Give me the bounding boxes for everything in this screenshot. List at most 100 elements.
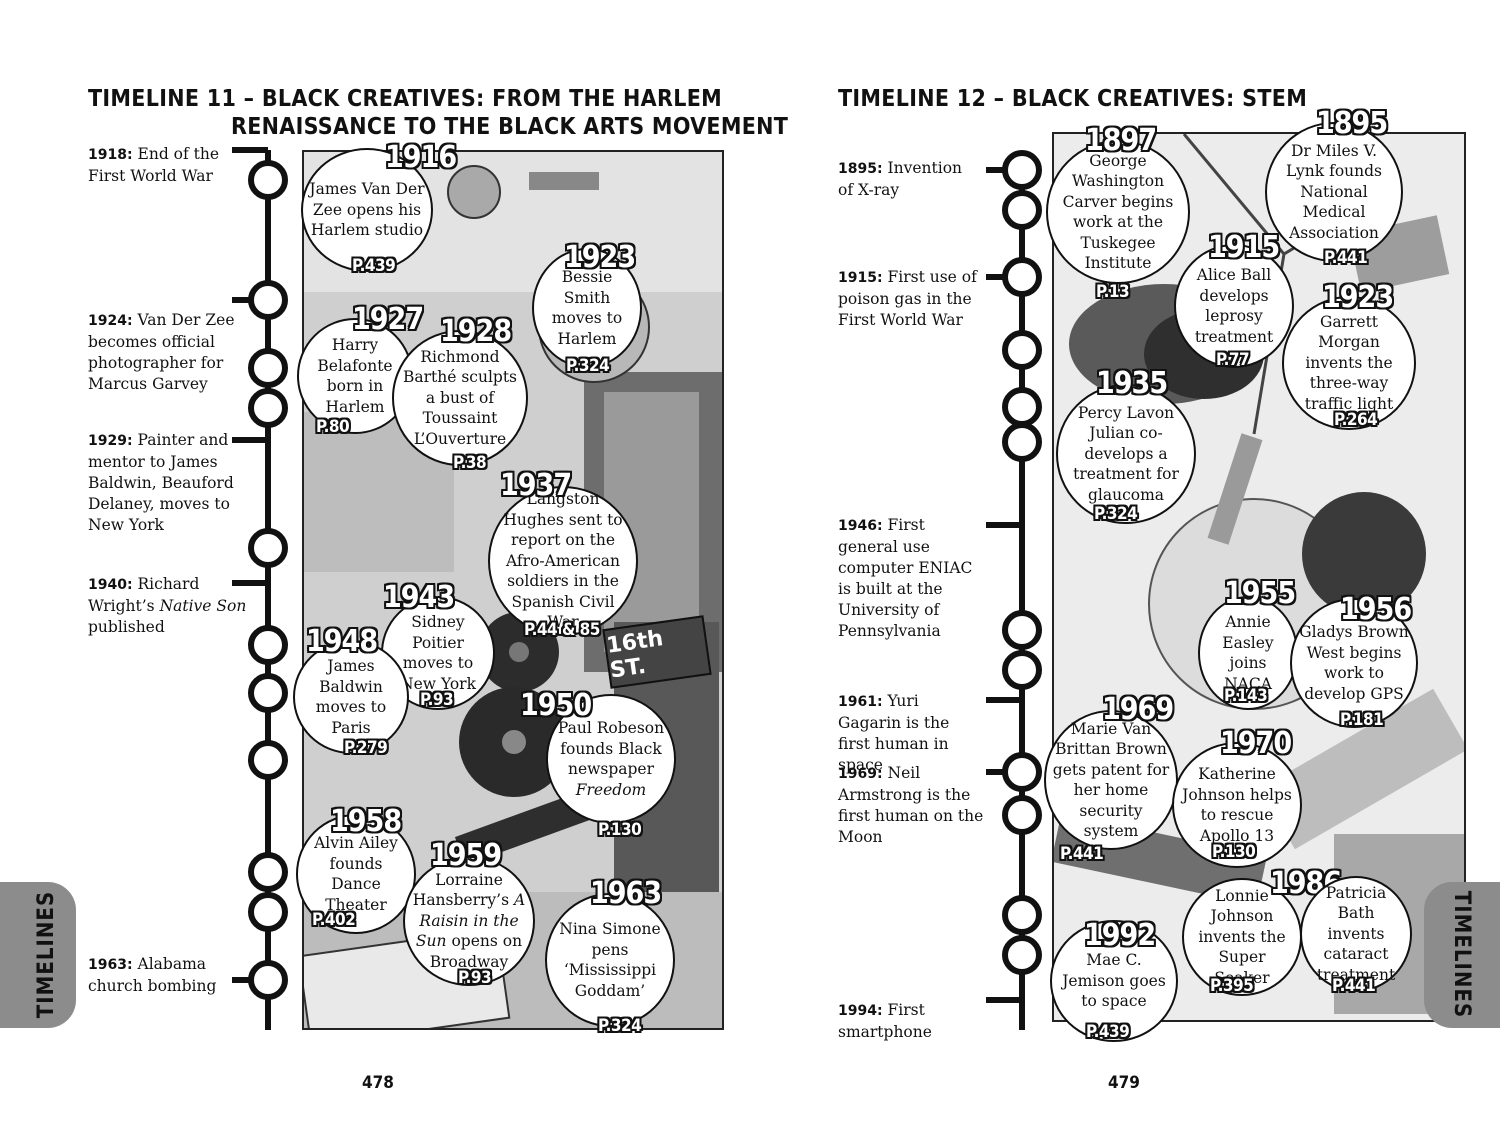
bubble-page-ref: P.402	[312, 910, 356, 930]
bubble-page-ref: P.130	[598, 820, 642, 840]
side-event-year: 1918	[88, 147, 127, 163]
bubble-1923: Garrett Morgan invents the three-way tra…	[1282, 296, 1416, 430]
timelines-tab-label: TIMELINES	[34, 890, 60, 1019]
bubble-text: James Van Der Zee opens his Harlem studi…	[309, 180, 425, 240]
bubble-page-ref: P.324	[598, 1016, 642, 1036]
bubble-text: James Baldwin moves to Paris	[315, 657, 387, 737]
side-event-year: 1961	[838, 694, 877, 710]
side-event-year: 1963	[88, 957, 127, 973]
side-event-1969: 1969: Neil Armstrong is the first human …	[838, 764, 984, 846]
bubble-text: Garrett Morgan invents the three-way tra…	[1304, 312, 1394, 413]
bubble-page-ref: P.324	[1094, 504, 1138, 524]
bubble-page-ref: P.80	[316, 417, 350, 437]
side-event-1946: 1946: First general use computer ENIAC i…	[838, 516, 973, 640]
bubble-page-ref: P.279	[344, 738, 388, 758]
bubble-text: Nina Simone pens ‘Mississippi Goddam’	[559, 920, 661, 1000]
side-event-year: 1940	[88, 577, 127, 593]
bubble-text: George Washington Carver begins work at …	[1062, 151, 1174, 273]
bubble-year-1956: 1956	[1340, 592, 1412, 627]
bubble-year-1916: 1916	[385, 140, 457, 175]
bubble-1969: Marie Van Brittan Brown gets patent for …	[1044, 710, 1178, 850]
side-event-text: Invention of X-ray	[838, 159, 963, 199]
side-event-text: Van Der Zee becomes official photographe…	[88, 311, 235, 393]
bubble-page-ref: P.93	[458, 968, 492, 988]
bubble-page-ref: P.439	[352, 256, 396, 276]
bubble-1950: Paul Robeson founds Black newspaper Free…	[546, 694, 676, 824]
bubble-text-part: Lorraine Hansberry’s	[412, 870, 510, 910]
bubble-1970: Katherine Johnson helps to rescue Apollo…	[1172, 742, 1302, 868]
side-event-text: Neil Armstrong is the first human on the…	[838, 764, 984, 846]
bubble-page-ref: P.395	[1210, 976, 1254, 996]
bubble-1992: Mae C. Jemison goes to space	[1050, 920, 1178, 1042]
bubble-year-1948: 1948	[306, 624, 378, 659]
bubble-text: Alice Ball develops leprosy treatment	[1194, 266, 1274, 346]
side-event-1940: 1940: Richard Wright’s Native Son publis…	[88, 575, 247, 636]
timeline-11-rail	[232, 147, 288, 1030]
bubble-year-1992: 1992	[1084, 918, 1156, 953]
bubble-1928: Richmond Barthé sculpts a bust of Toussa…	[392, 330, 528, 466]
side-event-text: Yuri Gagarin is the first human in space	[838, 692, 950, 774]
bubble-year-1969: 1969	[1102, 692, 1174, 727]
bubble-year-1928: 1928	[440, 314, 512, 349]
bubble-text: Gladys Brown West begins work to develop…	[1299, 623, 1409, 703]
side-event-year: 1969	[838, 766, 877, 782]
side-event-1915: 1915: First use of poison gas in the Fir…	[838, 268, 977, 329]
bubble-1915: Alice Ball develops leprosy treatment	[1174, 244, 1294, 368]
bubble-year-1955: 1955	[1224, 576, 1296, 611]
bubble-1959: Lorraine Hansberry’s A Raisin in the Sun…	[403, 856, 535, 986]
right-page: TIMELINE 12 – BLACK CREATIVES: STEM 1895…	[750, 0, 1500, 1147]
bubble-text: Patricia Bath invents cataract treatment	[1316, 883, 1396, 984]
bubble-year-1937: 1937	[500, 468, 572, 503]
bubble-page-ref: P.130	[1212, 842, 1256, 862]
left-page: TIMELINE 11 – BLACK CREATIVES: FROM THE …	[0, 86, 788, 1093]
side-event-text: First general use computer ENIAC is buil…	[838, 516, 973, 640]
side-event-1918: 1918: End of the First World War	[88, 145, 220, 185]
bubble-page-ref: P.181	[1340, 710, 1384, 730]
timeline-12-rail	[986, 150, 1042, 1030]
bubble-year-1935: 1935	[1096, 366, 1168, 401]
side-event-text: Richard Wright’s	[88, 575, 200, 615]
side-event-text: Painter and mentor to James Baldwin, Bea…	[88, 431, 234, 534]
bubble-page-ref: P.324	[566, 356, 610, 376]
bubble-year-1923: 1923	[1322, 280, 1394, 315]
bubble-text-part: Paul Robeson founds Black newspaper	[557, 719, 665, 778]
bubble-1895: Dr Miles V. Lynk founds National Medical…	[1265, 122, 1403, 262]
bubble-1958: Alvin Ailey founds Dance Theater	[296, 814, 416, 934]
bubble-text: Percy Lavon Julian co-develops a treatme…	[1073, 403, 1179, 504]
side-event-text: First use of poison gas in the First Wor…	[838, 268, 977, 329]
bubble-text: Richmond Barthé sculpts a bust of Toussa…	[402, 347, 518, 448]
side-event-year: 1994	[838, 1003, 877, 1019]
bubble-page-ref: P.441	[1332, 976, 1376, 996]
page-number-479: 479	[1108, 1073, 1140, 1093]
bubble-year-1958: 1958	[330, 804, 402, 839]
bubble-year-1959: 1959	[430, 838, 502, 873]
bubble-page-ref: P.441	[1060, 844, 1104, 864]
timelines-tab-label: TIMELINES	[1449, 890, 1475, 1019]
newspaper-title: Freedom	[575, 780, 647, 799]
bubble-1956: Gladys Brown West begins work to develop…	[1290, 598, 1418, 728]
side-event-year: 1924	[88, 313, 127, 329]
bubble-text: Paul Robeson founds Black newspaper Free…	[554, 718, 668, 800]
heading-line-1: TIMELINE 11 – BLACK CREATIVES: FROM THE …	[88, 86, 723, 112]
bubble-text: Dr Miles V. Lynk founds National Medical…	[1286, 141, 1382, 242]
bubble-text: Katherine Johnson helps to rescue Apollo…	[1182, 765, 1292, 845]
play-title: A Raisin in the Sun	[415, 891, 526, 951]
side-event-1961: 1961: Yuri Gagarin is the first human in…	[838, 692, 950, 774]
timelines-tab-right	[1424, 882, 1500, 1028]
timeline-11-heading: TIMELINE 11 – BLACK CREATIVES: FROM THE …	[88, 85, 788, 141]
side-event-text: published	[88, 618, 165, 636]
bubble-year-1970: 1970	[1220, 726, 1292, 761]
side-event-year: 1929	[88, 433, 127, 449]
side-event-1924: 1924: Van Der Zee becomes official photo…	[88, 311, 235, 393]
bubble-page-ref: P.143	[1224, 686, 1268, 706]
side-event-year: 1946	[838, 518, 877, 534]
bubble-page-ref: P.264	[1334, 410, 1378, 430]
bubble-1916: James Van Der Zee opens his Harlem studi…	[301, 148, 433, 272]
bubble-text: Alvin Ailey founds Dance Theater	[314, 834, 398, 914]
bubble-page-ref: P.44 & 85	[524, 620, 600, 640]
bubble-text: Annie Easley joins NACA	[1222, 613, 1274, 693]
bubble-page-ref: P.93	[420, 690, 454, 710]
bubble-1897: George Washington Carver begins work at …	[1046, 140, 1190, 284]
side-event-year: 1915	[838, 270, 877, 286]
bubble-text: Lorraine Hansberry’s A Raisin in the Sun…	[411, 870, 527, 973]
